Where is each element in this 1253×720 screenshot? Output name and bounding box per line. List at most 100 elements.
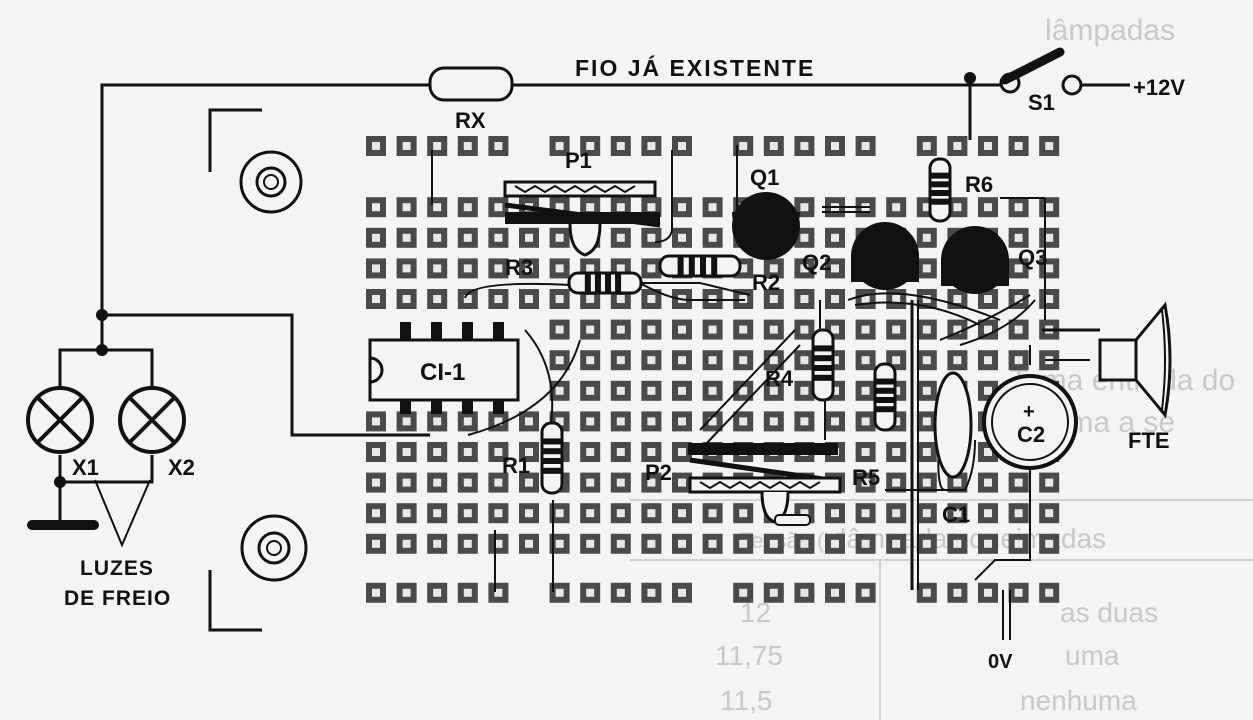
resistor-band <box>594 273 601 293</box>
board-pad-hole <box>586 448 595 456</box>
board-pad-hole <box>433 448 442 456</box>
board-pad-hole <box>463 539 472 548</box>
label-q3: Q3 <box>1018 245 1047 270</box>
board-pad-hole <box>984 142 992 150</box>
board-pad-hole <box>831 233 839 242</box>
board-pad-hole <box>831 386 839 395</box>
board-pad-hole <box>463 295 472 303</box>
board-pad-hole <box>1014 478 1023 487</box>
board-pad-hole <box>739 325 748 334</box>
board-pad-hole <box>892 448 901 456</box>
board-pad-hole <box>555 203 564 212</box>
board-pad-hole <box>708 509 717 518</box>
c1-capacitor <box>933 371 973 479</box>
board-pad-hole <box>708 386 717 395</box>
board-pad-hole <box>647 142 656 150</box>
board-pad-hole <box>831 356 839 365</box>
board-pad-hole <box>494 509 503 518</box>
board-pad-hole <box>525 509 533 518</box>
board-pad-hole <box>922 478 931 487</box>
board-pad-hole <box>494 203 503 212</box>
label-r1: R1 <box>502 453 530 478</box>
board-pad-hole <box>463 264 472 273</box>
board-pad-hole <box>433 233 442 242</box>
board-pad-hole <box>372 588 380 597</box>
board-pad-hole <box>739 356 748 365</box>
board-pad-hole <box>892 509 901 518</box>
board-pad-hole <box>953 295 962 303</box>
board-pad-hole <box>647 509 656 518</box>
board-pad-hole <box>494 142 503 150</box>
board-pad-hole <box>678 356 686 365</box>
board-pad-hole <box>831 142 839 150</box>
board-pad-hole <box>984 478 992 487</box>
board-pad-hole <box>372 264 380 273</box>
board-pad-hole <box>800 356 809 365</box>
board-pad-hole <box>708 325 717 334</box>
label-r6: R6 <box>965 172 993 197</box>
board-pad-hole <box>953 325 962 334</box>
board-pad-hole <box>463 142 472 150</box>
board-pad-hole <box>892 356 901 365</box>
board-pad-hole <box>433 417 442 426</box>
board-pad-hole <box>433 295 442 303</box>
label-p1: P1 <box>565 148 592 173</box>
resistor-band <box>813 374 833 381</box>
mounting-screw-bottom <box>240 514 308 582</box>
transistor-q1-icon <box>732 192 800 260</box>
board-pad-hole <box>708 203 717 212</box>
resistor-band <box>711 256 718 276</box>
board-pad-hole <box>678 325 686 334</box>
board-pad-hole <box>1045 539 1054 548</box>
resistor-band <box>813 345 833 352</box>
labels: FIO JÁ EXISTENTE RX S1 +12V P1 Q1 R6 R3 … <box>64 54 1185 673</box>
board-pad-hole <box>402 478 411 487</box>
board-pad-hole <box>739 539 748 548</box>
component-wiring <box>431 145 1100 640</box>
board-pad-hole <box>861 588 870 597</box>
board-pad-hole <box>616 356 625 365</box>
board-pad-hole <box>616 264 625 273</box>
board-pad-hole <box>555 264 564 273</box>
label-x1: X1 <box>72 455 99 480</box>
board-pad-hole <box>1014 295 1023 303</box>
board-pad-hole <box>892 539 901 548</box>
board-pad-hole <box>372 539 380 548</box>
label-de-freio: DE FREIO <box>64 587 171 610</box>
board-pad-hole <box>525 233 533 242</box>
board-pad-hole <box>953 539 962 548</box>
speaker-icon <box>1098 301 1172 419</box>
board-pad-hole <box>922 325 931 334</box>
board-pad-hole <box>1045 295 1054 303</box>
board-pad-hole <box>647 417 656 426</box>
board-pad-hole <box>372 478 380 487</box>
board-pad-hole <box>555 509 564 518</box>
board-pad-hole <box>647 356 656 365</box>
board-pad-hole <box>494 478 503 487</box>
board-pad-hole <box>922 417 931 426</box>
bg-text-line1: lâmpadas <box>1045 14 1175 47</box>
lamp-x1-icon <box>26 386 94 454</box>
board-pad-hole <box>739 588 748 597</box>
board-pad-hole <box>616 417 625 426</box>
board-pad-hole <box>433 588 442 597</box>
label-12v: +12V <box>1133 75 1185 100</box>
board-pad-hole <box>402 417 411 426</box>
board-pad-hole <box>800 142 809 150</box>
resistor-band <box>677 256 684 276</box>
board-pad-hole <box>616 142 625 150</box>
board-pad-hole <box>586 588 595 597</box>
label-x2: X2 <box>168 455 195 480</box>
board-pad-hole <box>372 295 380 303</box>
board-pad-hole <box>984 509 992 518</box>
board-pad-hole <box>1045 509 1054 518</box>
board-pad-hole <box>800 588 809 597</box>
board-pad-hole <box>861 386 870 395</box>
bg-text-line2: lâmpadas queimadas <box>840 523 1106 554</box>
board-pad-hole <box>831 539 839 548</box>
board-pad-hole <box>922 295 931 303</box>
board-pad-hole <box>739 386 748 395</box>
label-0v: 0V <box>988 651 1013 673</box>
label-r4: R4 <box>765 366 794 391</box>
label-c2-plus: + <box>1023 401 1035 423</box>
